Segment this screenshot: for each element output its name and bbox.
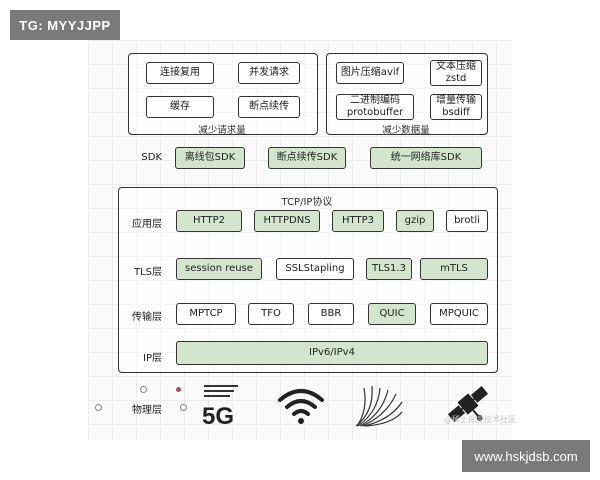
top-banner: TG: MYYJJPP xyxy=(10,10,120,40)
http3-box: HTTP3 xyxy=(332,210,384,232)
5g-icon: 5G xyxy=(200,382,242,430)
text-compression-line1: 文本压缩 xyxy=(436,61,476,72)
tfo-box: TFO xyxy=(248,303,294,325)
incremental-transfer-line2: bsdiff xyxy=(442,107,470,118)
incremental-transfer-box: 增量传输 bsdiff xyxy=(430,94,482,120)
5g-icon-text: 5G xyxy=(202,403,234,428)
gzip-box: gzip xyxy=(396,210,434,232)
app-layer-label: 应用层 xyxy=(132,219,162,230)
incremental-transfer-line1: 增量传输 xyxy=(436,95,476,106)
reduce-data-caption: 减少数据量 xyxy=(382,125,430,136)
tcpip-title: TCP/IP协议 xyxy=(281,197,333,208)
http2-box: HTTP2 xyxy=(176,210,242,232)
httpdns-box: HTTPDNS xyxy=(254,210,320,232)
decor-dot xyxy=(180,404,187,411)
transport-layer-label: 传输层 xyxy=(132,312,162,323)
unified-network-sdk-box: 统一网络库SDK xyxy=(370,147,482,169)
ipv6-ipv4-box: IPv6/IPv4 xyxy=(176,341,488,365)
text-compression-line2: zstd xyxy=(445,73,467,84)
quic-box: QUIC xyxy=(368,303,416,325)
wifi-icon xyxy=(276,386,326,426)
ip-layer-label: IP层 xyxy=(143,353,162,364)
reduce-requests-caption: 减少请求量 xyxy=(198,125,246,136)
image-compression-box: 图片压缩avif xyxy=(336,62,404,84)
brotli-box: brotli xyxy=(446,210,488,232)
watermark: @稀土掘金技术社区 xyxy=(444,415,516,424)
sslstapling-box: SSLStapling xyxy=(276,258,354,280)
binary-encoding-box: 二进制编码 protobuffer xyxy=(336,94,414,120)
tls-layer-label: TLS层 xyxy=(133,267,162,278)
mtls-box: mTLS xyxy=(420,258,488,280)
physical-layer-label: 物理层 xyxy=(132,405,162,416)
bbr-box: BBR xyxy=(308,303,354,325)
sdk-label: SDK xyxy=(141,152,162,163)
fiber-optic-icon xyxy=(354,382,404,428)
session-reuse-box: session reuse xyxy=(176,258,262,280)
decor-dot-red xyxy=(176,387,181,392)
tls13-box: TLS1.3 xyxy=(366,258,412,280)
binary-encoding-line2: protobuffer xyxy=(346,107,404,118)
resume-sdk-box: 断点续传SDK xyxy=(268,147,346,169)
text-compression-box: 文本压缩 zstd xyxy=(430,60,482,86)
mptcp-box: MPTCP xyxy=(176,303,236,325)
cache-box: 缓存 xyxy=(146,96,214,118)
bottom-banner: www.hskjdsb.com xyxy=(462,440,590,472)
decor-dot xyxy=(95,404,102,411)
concurrent-requests-box: 并发请求 xyxy=(238,62,300,84)
resume-download-box: 断点续传 xyxy=(238,96,300,118)
decor-dot xyxy=(140,386,147,393)
offline-package-sdk-box: 离线包SDK xyxy=(175,147,245,169)
connection-reuse-box: 连接复用 xyxy=(146,62,214,84)
image-compression-line1: 图片压缩avif xyxy=(340,67,400,78)
satellite-icon xyxy=(444,380,492,428)
mpquic-box: MPQUIC xyxy=(430,303,488,325)
binary-encoding-line1: 二进制编码 xyxy=(350,95,400,106)
